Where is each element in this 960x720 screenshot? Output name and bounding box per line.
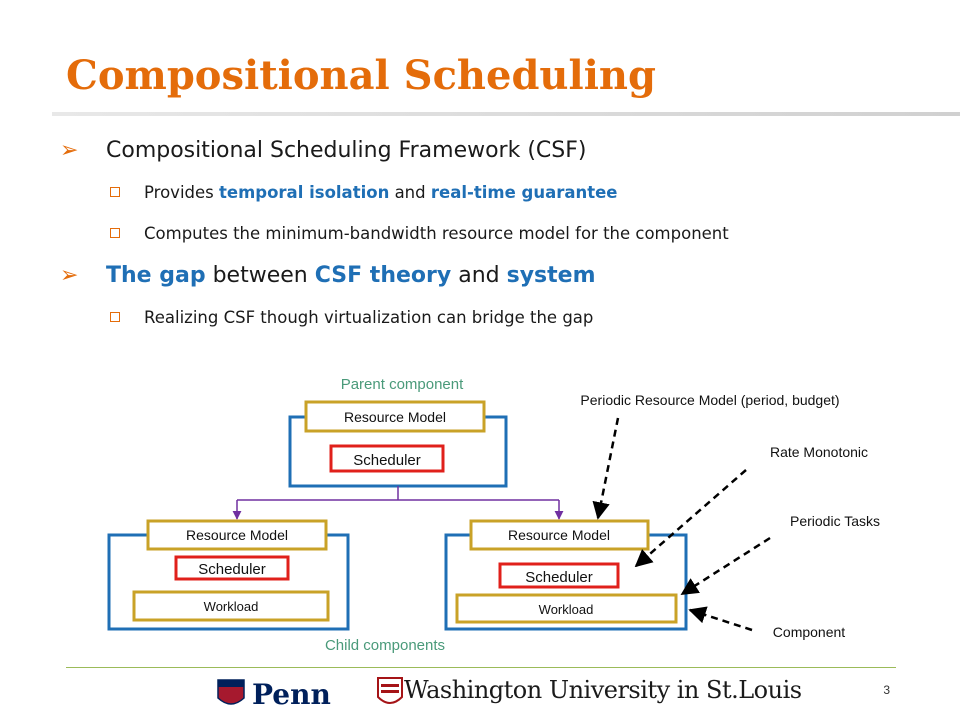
- footer-divider: [66, 667, 896, 668]
- penn-logo-text: Penn: [252, 678, 331, 711]
- right-scheduler: [498, 562, 620, 589]
- square-bullet-icon: [110, 311, 120, 322]
- annotation-rate-monotonic: Rate Monotonic: [770, 444, 868, 460]
- arrow-to-scheduler: [634, 469, 747, 568]
- wustl-logo-text: Washington University in St.Louis: [404, 676, 802, 704]
- right-resource-model: [469, 519, 650, 551]
- parent-scheduler: [329, 444, 445, 473]
- left-scheduler-label: Scheduler: [198, 561, 266, 578]
- parent-component-label: Parent component: [341, 376, 464, 393]
- square-bullet-icon: [110, 227, 120, 238]
- page-number: 3: [883, 683, 890, 697]
- left-workload: [132, 590, 330, 622]
- penn-shield-icon: [217, 679, 245, 705]
- child-components-label: Child components: [325, 637, 445, 654]
- left-resource-model-label: Resource Model: [186, 527, 288, 543]
- slide-title: Compositional Scheduling: [66, 52, 656, 99]
- left-workload-label: Workload: [204, 599, 259, 614]
- arrow-to-resource-model: [592, 417, 620, 520]
- annotation-component: Component: [773, 624, 845, 640]
- sub-bullet-virtualization: Realizing CSF though virtualization can …: [110, 308, 593, 327]
- bullet-csf: ➢Compositional Scheduling Framework (CSF…: [60, 138, 587, 163]
- left-resource-model: [146, 519, 328, 551]
- annotation-periodic-resource-model: Periodic Resource Model (period, budget): [580, 392, 839, 408]
- parent-scheduler-label: Scheduler: [353, 452, 421, 469]
- left-scheduler: [174, 555, 290, 581]
- right-workload: [455, 593, 678, 624]
- sub-bullet-bandwidth: Computes the minimum-bandwidth resource …: [110, 224, 729, 243]
- arrow-to-component: [688, 606, 753, 632]
- wustl-shield-icon: [377, 677, 403, 704]
- bullet-gap: ➢The gap between CSF theory and system: [60, 263, 596, 288]
- right-workload-label: Workload: [539, 602, 594, 617]
- title-divider: [52, 112, 960, 116]
- sub-bullet-isolation: Provides temporal isolation and real-tim…: [110, 183, 618, 202]
- right-scheduler-label: Scheduler: [525, 569, 593, 586]
- parent-resource-model: [304, 400, 486, 433]
- arrow-bullet-icon: ➢: [60, 263, 79, 288]
- arrow-bullet-icon: ➢: [60, 138, 79, 163]
- square-bullet-icon: [110, 186, 120, 197]
- arrow-to-workload: [680, 536, 771, 596]
- annotation-periodic-tasks: Periodic Tasks: [790, 513, 880, 529]
- parent-resource-model-label: Resource Model: [344, 409, 446, 425]
- right-resource-model-label: Resource Model: [508, 527, 610, 543]
